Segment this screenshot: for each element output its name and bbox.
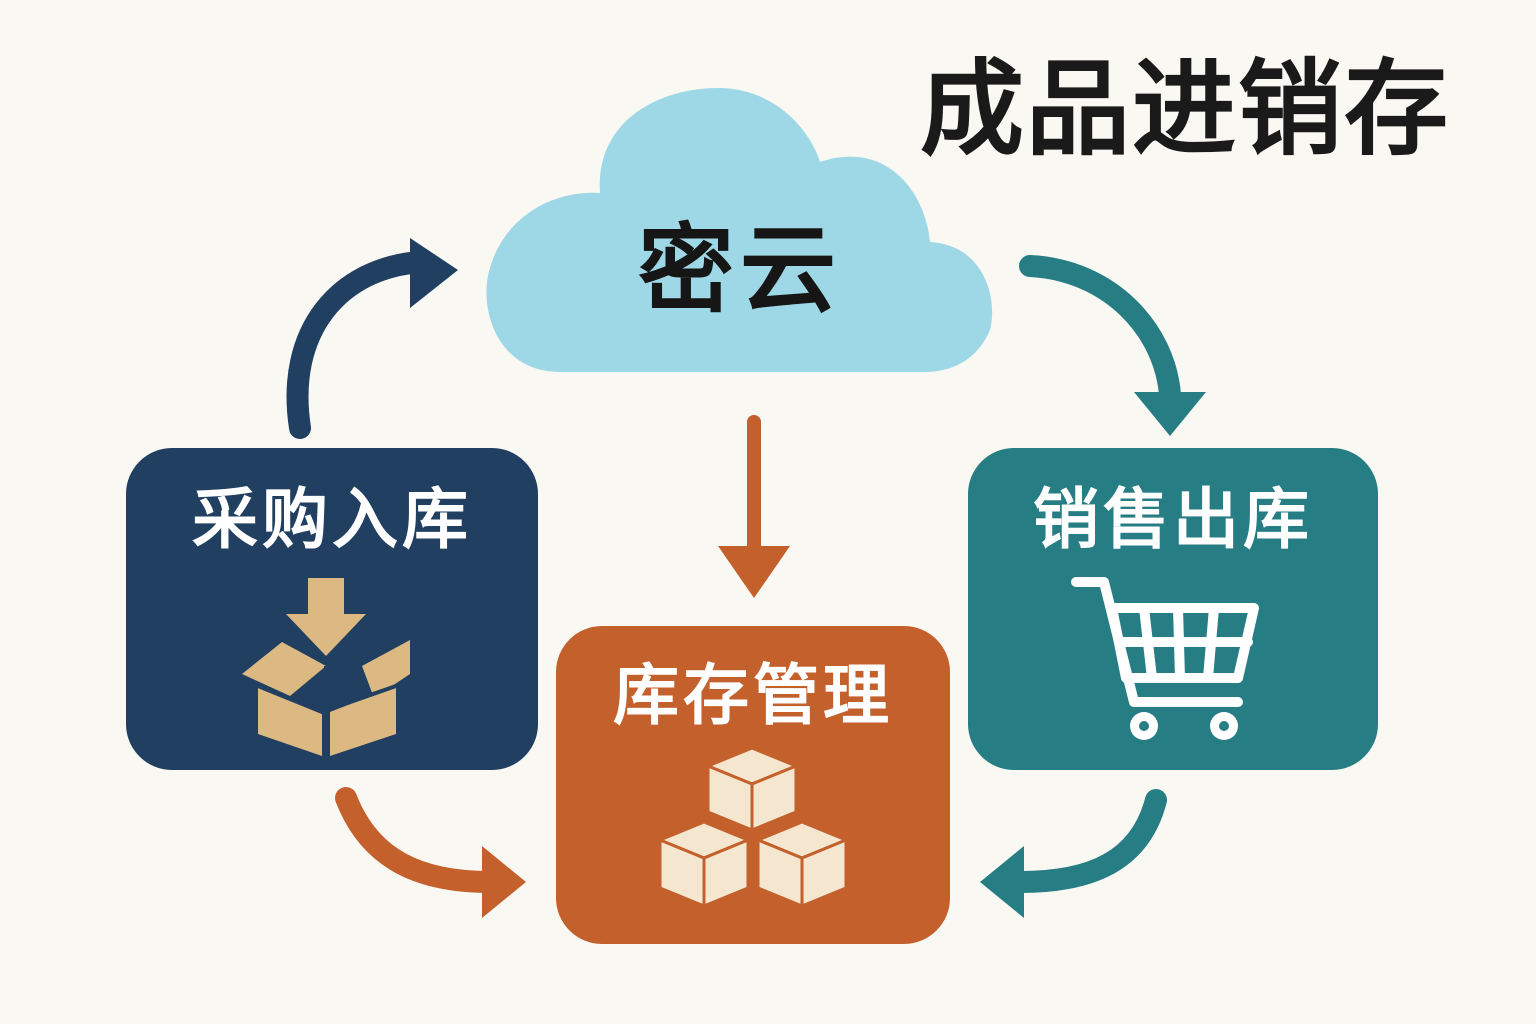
- node-sales: 销售出库: [968, 448, 1378, 770]
- flow-arrow-purchase-to-hub: [286, 238, 458, 439]
- flow-arrow-hub-to-stock: [718, 415, 790, 598]
- flow-arrow-sales-to-stock: [980, 789, 1167, 918]
- node-stock: 库存管理: [556, 626, 950, 944]
- cloud-icon: [486, 88, 993, 372]
- hub-label: 密云: [638, 214, 842, 326]
- stacked-boxes-icon: [656, 746, 850, 909]
- node-stock-label: 库存管理: [613, 657, 893, 734]
- flow-arrow-purchase-to-stock: [335, 787, 526, 918]
- box-download-icon: [242, 578, 410, 756]
- node-purchase-label: 采购入库: [192, 481, 472, 558]
- node-sales-label: 销售出库: [1033, 481, 1313, 558]
- node-purchase: 采购入库: [126, 448, 538, 770]
- shopping-cart-icon: [1071, 577, 1259, 740]
- page-title: 成品进销存: [920, 48, 1451, 170]
- flow-arrow-hub-to-sales: [1019, 255, 1206, 436]
